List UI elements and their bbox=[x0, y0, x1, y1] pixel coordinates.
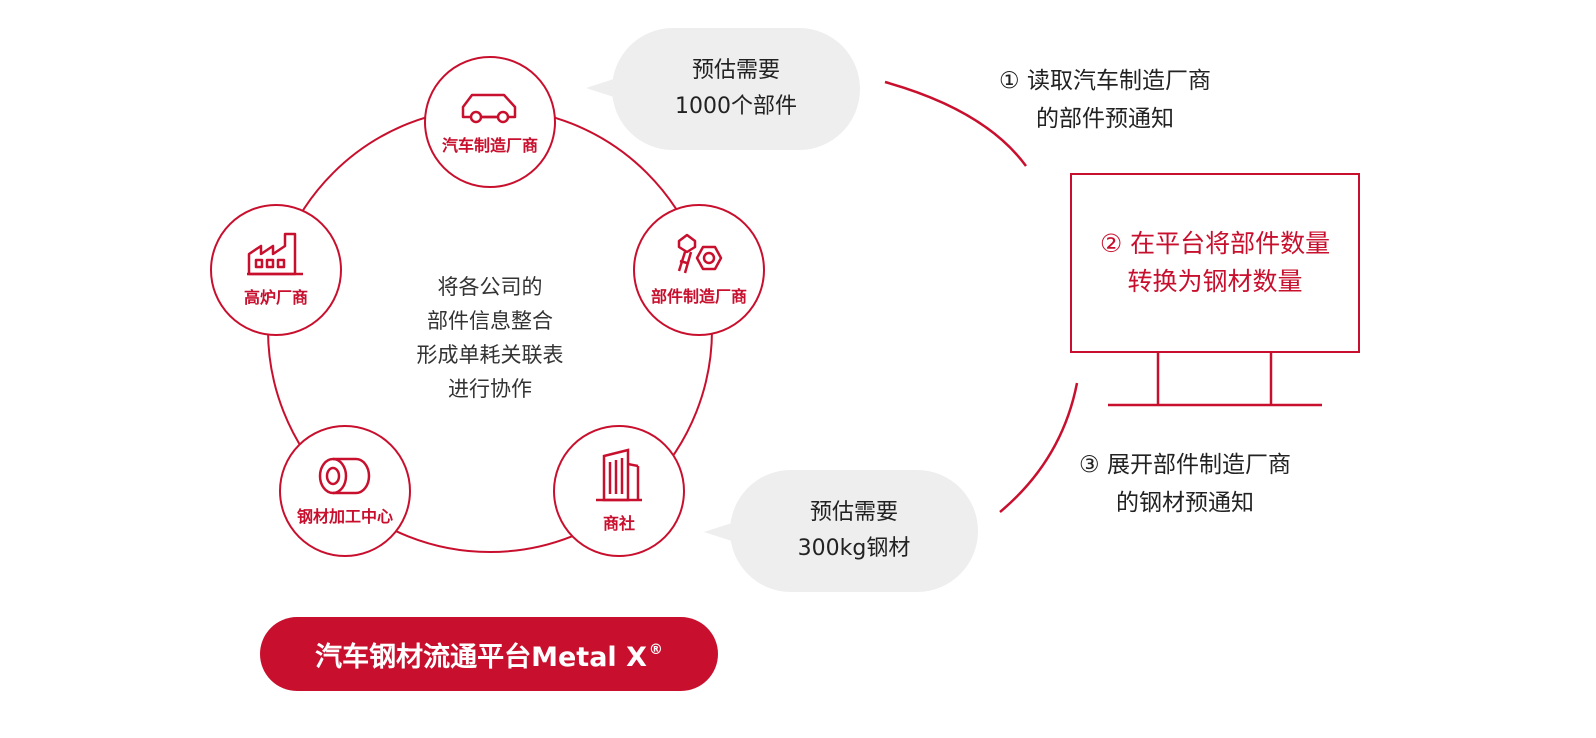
speech-bubble-bottom: 预估需要 300kg钢材 bbox=[704, 470, 978, 592]
building-icon bbox=[596, 448, 642, 502]
center-line: 进行协作 bbox=[448, 377, 532, 401]
step-line: ① 读取汽车制造厂商 bbox=[999, 68, 1211, 94]
center-line: 部件信息整合 bbox=[427, 309, 553, 333]
step-1-read-notice: ① 读取汽车制造厂商 的部件预通知 bbox=[970, 62, 1240, 138]
bubble-line: 预估需要 bbox=[809, 500, 898, 525]
node-parts-maker: 部件制造厂商 bbox=[633, 204, 765, 336]
step-line: ③ 展开部件制造厂商 bbox=[1079, 452, 1291, 478]
node-label: 汽车制造厂商 bbox=[441, 136, 538, 155]
bubble-tail bbox=[704, 521, 738, 543]
center-line: 将各公司的 bbox=[437, 275, 543, 299]
registered-mark: ® bbox=[648, 642, 663, 658]
car-icon bbox=[461, 93, 517, 124]
speech-bubble-top: 预估需要 1000个部件 bbox=[586, 28, 860, 150]
center-description: 将各公司的 部件信息整合 形成单耗关联表 进行协作 bbox=[380, 270, 600, 406]
bolt-nut-icon bbox=[677, 233, 723, 274]
bubble-line: 300kg钢材 bbox=[797, 536, 911, 561]
node-automaker: 汽车制造厂商 bbox=[424, 56, 556, 188]
step-3-expand-notice: ③ 展开部件制造厂商 的钢材预通知 bbox=[1050, 446, 1320, 522]
step-2-line: ② 在平台将部件数量 bbox=[1099, 229, 1331, 258]
node-label: 钢材加工中心 bbox=[296, 507, 393, 526]
arc-to-monitor bbox=[884, 80, 1028, 167]
node-label: 高炉厂商 bbox=[243, 288, 308, 307]
node-label: 部件制造厂商 bbox=[650, 287, 747, 306]
step-2-line: 转换为钢材数量 bbox=[1127, 267, 1303, 296]
node-steel-processing-center: 钢材加工中心 bbox=[279, 425, 411, 557]
bubble-line: 预估需要 bbox=[691, 58, 780, 83]
platform-name: 汽车钢材流通平台Metal X bbox=[315, 641, 647, 673]
step-line: 的部件预通知 bbox=[1036, 106, 1174, 132]
node-trading-company: 商社 bbox=[553, 425, 685, 557]
platform-name-badge: 汽车钢材流通平台Metal X® bbox=[260, 617, 718, 691]
platform-monitor: ② 在平台将部件数量 转换为钢材数量 bbox=[1070, 173, 1360, 353]
bubble-tail bbox=[586, 77, 620, 99]
center-line: 形成单耗关联表 bbox=[416, 343, 564, 367]
node-label: 商社 bbox=[602, 514, 635, 533]
arc-from-monitor bbox=[999, 382, 1079, 513]
monitor-stand bbox=[1108, 353, 1322, 407]
node-blast-furnace: 高炉厂商 bbox=[210, 204, 342, 336]
step-line: 的钢材预通知 bbox=[1116, 490, 1254, 516]
steel-coil-icon bbox=[318, 457, 371, 495]
bubble-line: 1000个部件 bbox=[675, 94, 797, 119]
factory-icon bbox=[247, 232, 303, 276]
